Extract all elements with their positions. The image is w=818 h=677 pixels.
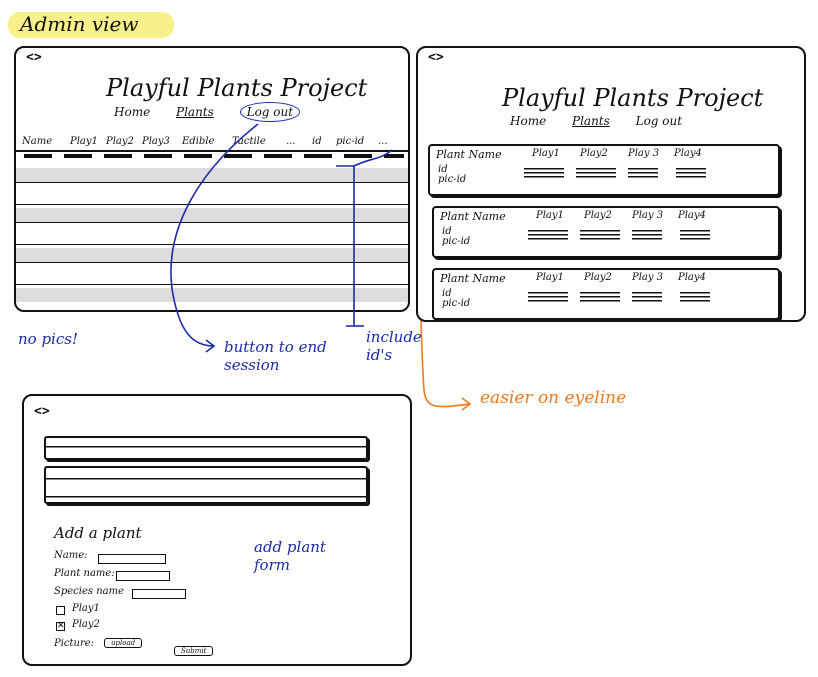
plant-id: id — [438, 164, 448, 175]
code-glyph: <> — [26, 50, 42, 65]
play2-label: Play2 — [72, 619, 100, 630]
col-edible: Edible — [182, 136, 215, 147]
submit-button[interactable]: Submit — [174, 646, 214, 656]
value-scribble — [632, 292, 662, 303]
value-scribble — [632, 230, 662, 241]
plant-card[interactable]: Plant Name id pic-id Play1 Play2 Play 3 … — [432, 206, 780, 258]
value-scribble — [580, 230, 620, 241]
species-name-label: Species name — [54, 586, 124, 597]
plant-name: Plant Name — [440, 210, 506, 223]
plant-name-field[interactable] — [116, 571, 170, 581]
collapsed-card — [44, 436, 368, 460]
col-picid: pic-id — [336, 136, 365, 147]
note-eyeline: easier on eyeline — [480, 388, 627, 408]
note-include-ids: include id's — [366, 328, 422, 364]
table-row — [16, 248, 408, 263]
table-row — [16, 228, 408, 245]
col-id: id — [312, 136, 322, 147]
play1-label: Play1 — [536, 272, 564, 283]
play4-label: Play4 — [678, 272, 706, 283]
value-scribble — [680, 230, 710, 241]
picture-label: Picture: — [54, 638, 95, 649]
collapsed-card — [44, 466, 368, 504]
value-scribble — [680, 292, 710, 303]
col-more-2: ... — [378, 136, 388, 147]
table-row — [16, 268, 408, 285]
plant-pic-id: pic-id — [438, 174, 467, 185]
note-no-pics: no pics! — [18, 330, 78, 348]
table-view-wireframe: <> Playful Plants Project Home Plants Lo… — [14, 46, 410, 312]
code-glyph: <> — [428, 50, 444, 65]
col-play3: Play3 — [142, 136, 170, 147]
play1-label: Play1 — [532, 148, 560, 159]
plant-name: Plant Name — [440, 272, 506, 285]
note-add-plant-form: add plant form — [254, 538, 326, 574]
page-title-highlight — [8, 12, 174, 38]
name-label: Name: — [54, 550, 88, 561]
play1-label: Play1 — [72, 603, 100, 614]
play3-label: Play 3 — [628, 148, 660, 159]
play2-checkbox[interactable]: ✕ — [56, 621, 65, 631]
plant-pic-id: pic-id — [442, 298, 471, 309]
value-scribble — [628, 168, 658, 179]
nav-home[interactable]: Home — [510, 114, 547, 128]
plant-name: Plant Name — [436, 148, 502, 161]
plant-name-label: Plant name: — [54, 568, 115, 579]
col-tactile: Tactile — [232, 136, 266, 147]
app-title: Playful Plants Project — [106, 74, 368, 102]
nav-plants[interactable]: Plants — [176, 105, 214, 119]
value-scribble — [576, 168, 616, 179]
value-scribble — [580, 292, 620, 303]
add-plant-wireframe: <> Add a plant Name: Plant name: Species… — [22, 394, 412, 666]
col-name: Name — [22, 136, 53, 147]
card-view-wireframe: <> Playful Plants Project Home Plants Lo… — [416, 46, 806, 322]
play2-label: Play2 — [584, 210, 612, 221]
nav-home[interactable]: Home — [114, 105, 151, 119]
play1-label: Play1 — [536, 210, 564, 221]
plant-pic-id: pic-id — [442, 236, 471, 247]
col-play1: Play1 — [70, 136, 98, 147]
play1-checkbox[interactable] — [56, 606, 65, 615]
table-row — [16, 288, 408, 302]
nav-plants[interactable]: Plants — [572, 114, 610, 128]
col-play2: Play2 — [106, 136, 134, 147]
note-button: button to end session — [224, 338, 327, 374]
plant-card[interactable]: Plant Name id pic-id Play1 Play2 Play 3 … — [432, 268, 780, 320]
code-glyph: <> — [34, 404, 50, 419]
plant-card[interactable]: Plant Name id pic-id Play1 Play2 Play 3 … — [428, 144, 780, 196]
nav-logout[interactable]: Log out — [635, 114, 683, 128]
upload-button[interactable]: upload — [104, 638, 143, 648]
play4-label: Play4 — [674, 148, 702, 159]
table-row — [16, 208, 408, 223]
species-name-field[interactable] — [132, 589, 186, 599]
name-field[interactable] — [98, 554, 166, 564]
play2-label: Play2 — [580, 148, 608, 159]
nav-logout[interactable]: Log out — [239, 102, 301, 122]
form-heading: Add a plant — [54, 524, 142, 542]
table-row — [16, 188, 408, 205]
value-scribble — [676, 168, 706, 179]
play3-label: Play 3 — [632, 272, 664, 283]
play4-label: Play4 — [678, 210, 706, 221]
play2-label: Play2 — [584, 272, 612, 283]
plant-id: id — [442, 288, 452, 299]
value-scribble — [528, 230, 568, 241]
value-scribble — [528, 292, 568, 303]
play3-label: Play 3 — [632, 210, 664, 221]
col-more: ... — [286, 136, 296, 147]
plant-id: id — [442, 226, 452, 237]
table-row — [16, 168, 408, 183]
table-header-line — [16, 150, 408, 152]
value-scribble — [524, 168, 564, 179]
app-title: Playful Plants Project — [502, 84, 764, 112]
top-nav: Home Plants Log out — [510, 114, 704, 128]
page-title: Admin view — [20, 12, 139, 36]
table-row — [24, 154, 404, 158]
top-nav: Home Plants Log out — [114, 102, 322, 122]
